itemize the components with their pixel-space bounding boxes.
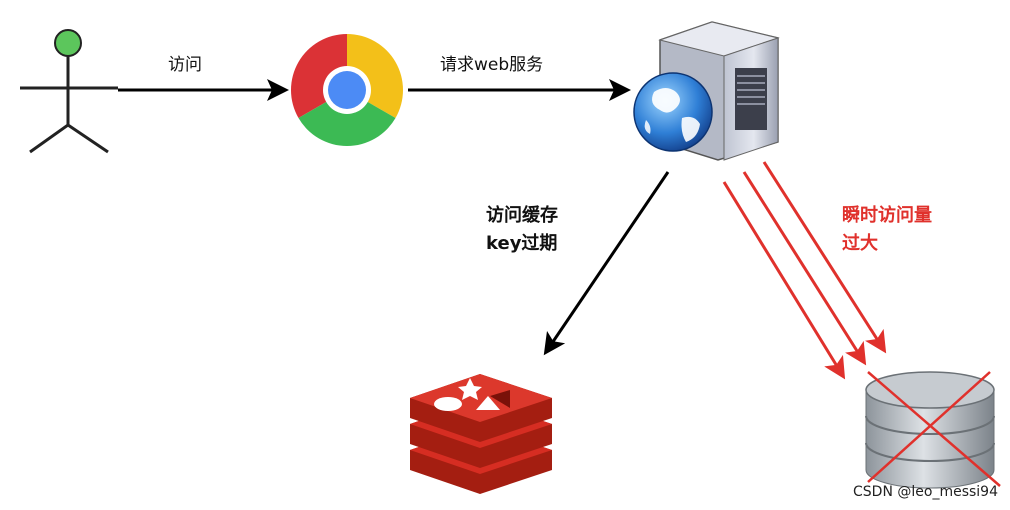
request-web-label: 请求web服务 [440, 55, 544, 75]
burst-label-line2: 过大 [842, 233, 878, 254]
user-icon [20, 29, 118, 154]
burst-arrows [722, 161, 887, 380]
redis-icon [410, 374, 552, 494]
database-icon [865, 371, 1001, 489]
chrome-icon [290, 34, 404, 147]
arrow-server-to-redis [543, 171, 670, 356]
cache-label-line1: 访问缓存 [486, 205, 558, 226]
burst-label-line1: 瞬时访问量 [842, 205, 932, 226]
cache-expired-label: 访问缓存 key过期 [486, 202, 558, 258]
burst-traffic-label: 瞬时访问量 过大 [842, 202, 932, 258]
watermark: CSDN @leo_messi94 [853, 484, 998, 500]
cache-label-line2: key过期 [486, 233, 558, 254]
visit-label: 访问 [168, 55, 202, 75]
web-server-icon [633, 21, 780, 161]
